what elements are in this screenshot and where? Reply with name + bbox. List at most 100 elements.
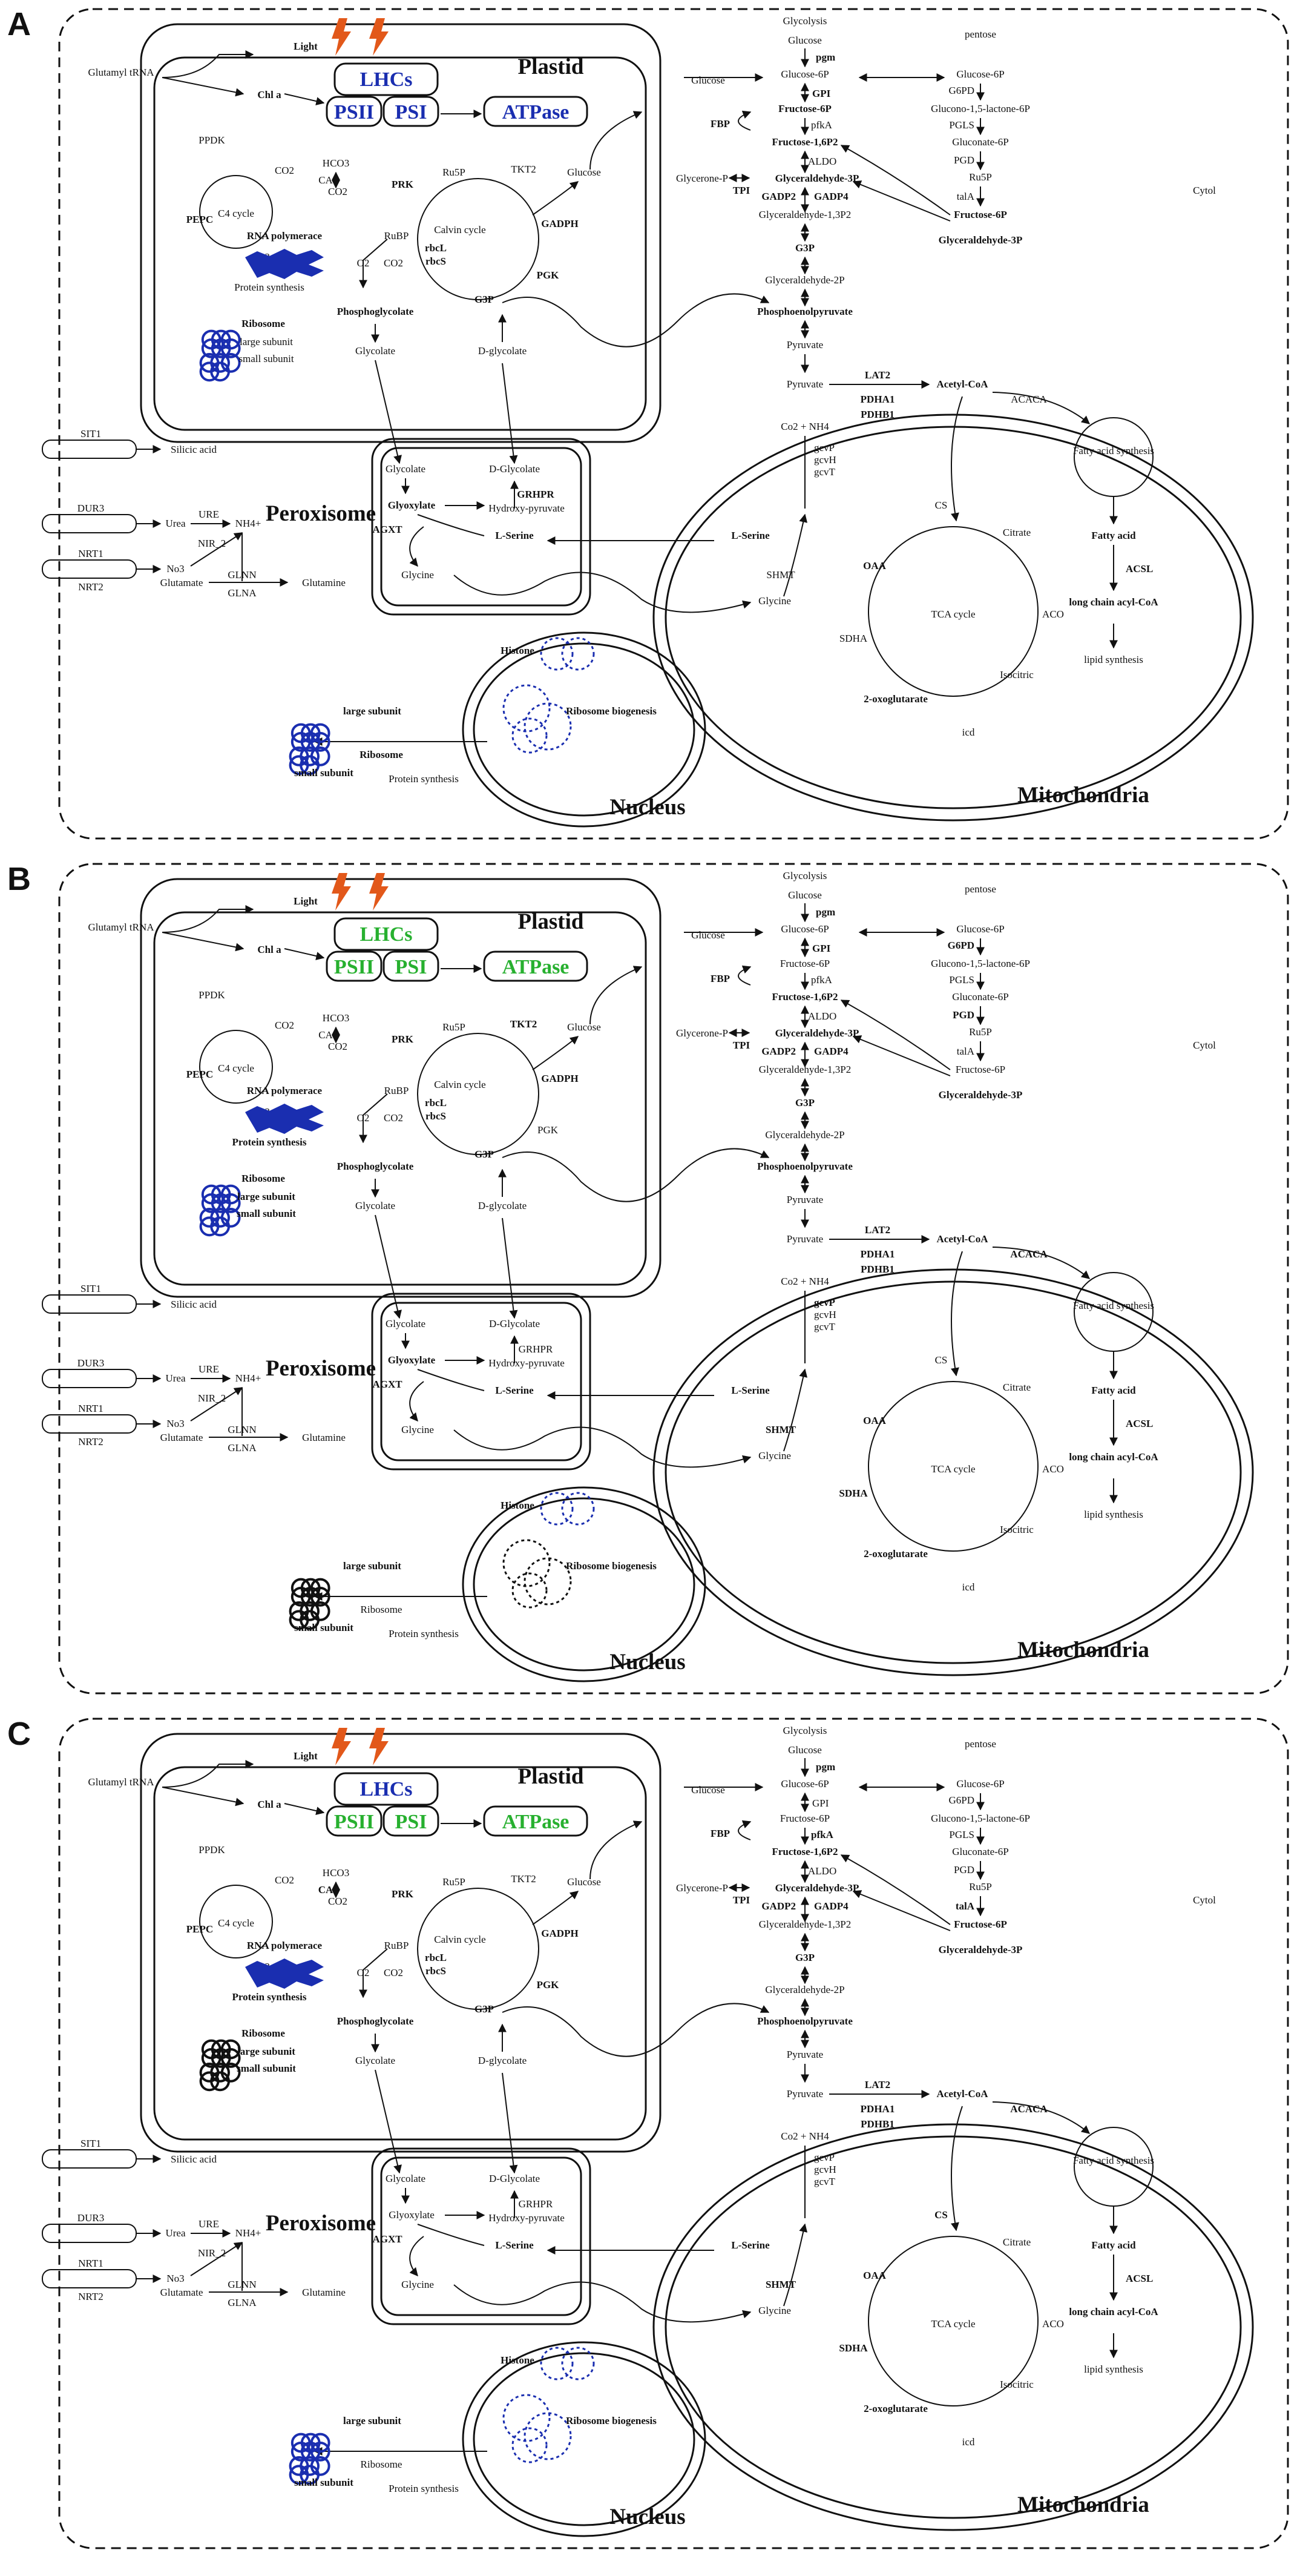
fatty-acid-label: Fatty acid <box>1091 2239 1136 2251</box>
pyruvate-mito-label: Pyruvate <box>787 2088 823 2100</box>
co2-label: CO2 <box>275 1874 294 1886</box>
protein-synthesis-cytol-label: Protein synthesis <box>389 2483 459 2494</box>
ure-label: URE <box>199 2218 219 2230</box>
lhcs-label: LHCs <box>360 68 413 91</box>
glyceraldehyde2p-label: Glyceraldehyde-2P <box>765 274 844 286</box>
rbcl-label: rbcL <box>425 1952 447 1963</box>
prk-label: PRK <box>392 1888 414 1900</box>
nrt1-label: NRT1 <box>78 548 103 559</box>
arrow-path <box>359 1093 388 1144</box>
tpi-label: TPI <box>733 185 750 196</box>
gadph-label: GADPH <box>541 218 578 229</box>
ribosome-icon-loop <box>199 2071 220 2092</box>
urea-label: Urea <box>165 2227 185 2239</box>
glutamine-label: Glutamine <box>302 1432 346 1443</box>
lhcs-box <box>333 1772 439 1806</box>
sit1-label: SIT1 <box>80 2138 101 2149</box>
tpi-label: TPI <box>733 1039 750 1051</box>
agxt-label: AGXT <box>372 2233 402 2245</box>
ribosome-cytol-label: Ribosome <box>361 2459 402 2470</box>
arrow <box>190 532 243 567</box>
g3p-calvin-label: G3P <box>474 294 494 305</box>
gadp4-label: GADP4 <box>814 1046 849 1057</box>
chla-label: Chl a <box>257 944 281 955</box>
dglycolate-plastid-label: D-glycolate <box>478 2055 527 2066</box>
ribosome-icon-loop <box>210 361 231 382</box>
hco3-label: HCO3 <box>323 1012 349 1024</box>
glyceraldehyde2p-label: Glyceraldehyde-2P <box>765 1129 844 1141</box>
nucleus-title: Nucleus <box>609 1650 685 1675</box>
ribosome-cytol-label: Ribosome <box>361 1604 402 1615</box>
ribosome-icon <box>199 2039 241 2092</box>
ribosome-icon-loop <box>220 2048 241 2068</box>
atpase-label: ATPase <box>502 956 570 978</box>
psi-label: PSI <box>395 1811 427 1833</box>
aldo-label: ALDO <box>808 156 836 167</box>
arrow-path <box>840 145 951 216</box>
plastid-inner-membrane <box>153 911 647 1286</box>
psii-label: PSII <box>334 1811 374 1833</box>
phosphoglycolate-label: Phosphoglycolate <box>337 2015 414 2027</box>
gcvt-label: gcvT <box>814 466 836 478</box>
ru5p-label: Ru5P <box>442 1876 465 1888</box>
glutamate-label: Glutamate <box>160 1432 203 1443</box>
urea-label: Urea <box>165 518 185 529</box>
mitochondria-title: Mitochondria <box>1017 783 1149 808</box>
ribosome-icon-loop <box>289 1610 309 1630</box>
arrow-path <box>453 572 752 613</box>
phosphoglycolate-label: Phosphoglycolate <box>337 1161 414 1172</box>
arrow <box>375 2069 402 2174</box>
nh4-label: NH4+ <box>235 2227 261 2239</box>
peroxisome-outer-membrane <box>371 438 591 616</box>
fbp-label: FBP <box>711 973 730 984</box>
ca-label: CA <box>318 1029 333 1041</box>
c4-cycle-circle <box>199 175 273 249</box>
arrow-path <box>992 392 1091 424</box>
dna-ring <box>511 1572 548 1609</box>
pentose-title: pentose <box>965 883 996 895</box>
glyoxylate-label: Glyoxylate <box>388 1354 436 1366</box>
psii-label: PSII <box>334 956 374 978</box>
glnn-label: GLNN <box>228 2279 256 2290</box>
tkt2-label: TKT2 <box>511 163 536 175</box>
large-subunit-label: large subunit <box>237 1191 295 1202</box>
g3p-calvin-label: G3P <box>474 1148 494 1160</box>
co2-label: CO2 <box>384 1112 403 1124</box>
glyceraldehyde3p-label: Glyceraldehyde-3P <box>775 173 859 184</box>
tala-label: talA <box>956 1900 975 1912</box>
arrow-path <box>409 1381 424 1422</box>
calvin-cycle-label: Calvin cycle <box>434 1934 485 1945</box>
arrow-path <box>852 180 951 222</box>
ribosome-icon-loop <box>300 1587 321 1607</box>
pgm-label: pgm <box>816 1761 835 1773</box>
plastid-outer-membrane <box>140 23 661 443</box>
dur3-transporter <box>42 2224 137 2243</box>
protein-synthesis-cytol-label: Protein synthesis <box>389 1628 459 1639</box>
lat2-label: LAT2 <box>865 369 890 381</box>
rubp-label: RuBP <box>384 1085 409 1096</box>
nucleus-outer-membrane <box>462 2341 706 2537</box>
peroxisome-inner-membrane <box>380 2156 582 2316</box>
ribosome-icon-loop <box>310 1587 330 1607</box>
arrow-path <box>453 2281 752 2323</box>
glutamate-label: Glutamate <box>160 577 203 588</box>
co2-nh4-label: Co2 + NH4 <box>781 421 829 432</box>
ribosome-cytol-icon <box>289 1578 330 1630</box>
dna-ring <box>561 637 595 671</box>
glutamyl-trna-label: Glutamyl tRNA <box>88 921 154 933</box>
co2-label: CO2 <box>275 165 294 176</box>
plastid-title: Plastid <box>518 1764 584 1789</box>
panel-letter: C <box>7 1716 31 1752</box>
chla-label: Chl a <box>257 89 281 100</box>
nrt2-label: NRT2 <box>78 581 103 593</box>
arrow-path <box>532 181 579 216</box>
long-chain-acylcoa-label: long chain acyl-CoA <box>1069 2306 1158 2317</box>
pyruvate-mito-label: Pyruvate <box>787 378 823 390</box>
glycerone-p-label: Glycerone-P <box>676 1882 728 1894</box>
isocitric-label: Isocitric <box>1000 2379 1034 2390</box>
arrow-path <box>417 1369 485 1391</box>
glyceraldehyde3p-label: Glyceraldehyde-3P <box>775 1027 859 1039</box>
glycine-mito-label: Glycine <box>758 595 791 607</box>
